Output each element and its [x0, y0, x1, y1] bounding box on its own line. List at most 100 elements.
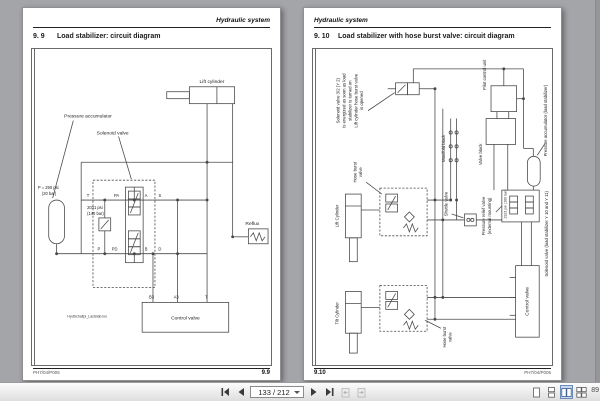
status-zoom-text: 89 [591, 387, 599, 394]
pressure-relief-label-line2: (external mounting) [487, 197, 492, 234]
section-heading: 9. 9 Load stabilizer: circuit diagram [33, 33, 270, 40]
circuit-diagram-figure: Solenoid valve 3/2 (Y 2) Is energized as… [312, 48, 553, 366]
figure-inner-border [34, 49, 35, 365]
accumulator-pressure-line2: (20 bar) [42, 191, 57, 196]
first-page-button[interactable] [218, 386, 231, 399]
page-number-field[interactable]: 133 / 212 [250, 386, 304, 398]
port-label-a: A [145, 193, 148, 198]
relief-pressure-line2: (140 bar) [87, 211, 104, 216]
port-label-p: P [98, 247, 101, 252]
page-right: Hydraulic system 9. 10 Load stabilizer wi… [303, 7, 562, 381]
pressure-accumulator-label: Pressure accumulator (load stabilizer) [543, 84, 548, 156]
port-label-b: B [145, 247, 148, 252]
footer-page-number: 9.9 [261, 370, 270, 376]
valve-block-label: Valve block [478, 143, 483, 165]
circuit-labels: Solenoid valve 3/2 (Y 2) Is energized as… [335, 59, 549, 348]
port-label-d: D [158, 247, 161, 252]
view-mode-single-page-button[interactable] [530, 385, 543, 399]
circuit-lines [345, 67, 546, 354]
pressure-relief-label-line1: Pressure relief valve [481, 196, 486, 235]
cv-port-t: T [205, 294, 208, 299]
previous-page-icon [238, 388, 244, 396]
reflux-label: Reflux [245, 221, 259, 227]
hose-burst-circuit-svg: Solenoid valve 3/2 (Y 2) Is energized as… [335, 59, 549, 354]
footer-rule [314, 368, 551, 369]
diagram-filename: HydSchaltpl_Laststab.iso [67, 314, 107, 318]
viewer-toolbar: 133 / 212 89 [0, 382, 600, 401]
page-footer: PH7/04/P005 9.9 [33, 370, 270, 378]
solenoid-valve-ls-label: Solenoid valve (load stabilizer Y 10 and… [544, 190, 549, 276]
next-page-button[interactable] [307, 386, 320, 399]
hose-burst-tilt-label-line2: valve [448, 332, 453, 343]
solenoid-note-line2: Is energized as soon as load [341, 73, 346, 128]
view-mode-facing-continuous-button[interactable] [575, 385, 588, 399]
header-rule [314, 27, 551, 28]
facing-continuous-icon [576, 386, 587, 398]
relief-pressure-line1: 2031 psi [87, 205, 103, 210]
continuous-icon [548, 386, 555, 398]
footer-page-number: 9.10 [314, 370, 326, 376]
manifold-block-label: Manifold block [441, 134, 446, 162]
lift-cylinder-label: Lift Cylinder [335, 204, 340, 227]
section-heading: 9. 10 Load stabilizer with hose burst val… [314, 33, 551, 40]
chevron-down-icon[interactable] [294, 390, 300, 394]
single-page-icon [533, 387, 540, 397]
solenoid-note-line4: Lift cylinder hose burst valve [353, 73, 358, 128]
solenoid-valve-label: Solenoid valve [97, 130, 129, 136]
cv-port-a3: A3 [174, 294, 180, 299]
page-indicator: 133 / 212 [258, 387, 290, 397]
view-mode-facing-button[interactable] [560, 385, 573, 399]
footer-rule [33, 368, 270, 369]
circuit-labels: Lift cylinder Solenoid valve Pressure ac… [38, 79, 260, 322]
port-label-pd: PD [112, 247, 118, 252]
next-view-button[interactable] [355, 386, 368, 399]
vertical-scrollbar[interactable] [595, 0, 600, 383]
solenoid-note-line1: Solenoid valve 3/2 (Y 2) [336, 77, 341, 123]
running-header: Hydraulic system [216, 17, 270, 24]
header-rule [33, 27, 270, 28]
footer-doc-code: PH7/04/P005 [33, 370, 60, 375]
document-viewer: Hydraulic system 9. 9 Load stabilizer: ci… [22, 0, 600, 383]
pressure-accumulator-label: Pressure accumulator [64, 114, 112, 120]
circuit-lines [48, 86, 269, 333]
accumulator-pressure-line1: P = 290 psi [38, 185, 59, 190]
last-page-button[interactable] [323, 386, 336, 399]
view-mode-group [530, 385, 588, 399]
previous-view-icon [341, 387, 350, 397]
solenoid-note-line5: is opened [359, 91, 364, 110]
solenoid-note-line3: stabilizer is turned on [347, 80, 352, 121]
load-stabilizer-circuit-svg: Lift cylinder Solenoid valve Pressure ac… [38, 79, 269, 333]
previous-page-button[interactable] [234, 386, 247, 399]
pilot-control-unit-label: Pilot control unit [482, 59, 487, 90]
cv-port-b3: B3 [149, 294, 155, 299]
port-label-pa: PA [114, 193, 119, 198]
control-valve-label: Control valve [171, 315, 200, 321]
section-title: Load stabilizer: circuit diagram [57, 33, 161, 40]
section-title: Load stabilizer with hose burst valve: c… [338, 33, 515, 40]
previous-view-button[interactable] [339, 386, 352, 399]
view-mode-continuous-button[interactable] [545, 385, 558, 399]
port-label-t: T [87, 193, 90, 198]
lift-cylinder-label: Lift cylinder [200, 79, 225, 85]
figure-inner-border [315, 49, 316, 365]
section-number: 9. 10 [314, 33, 330, 40]
page-navigation-group: 133 / 212 [218, 385, 368, 399]
next-page-icon [310, 388, 316, 396]
section-number: 9. 9 [33, 33, 45, 40]
tilt-cylinder-label: Tilt Cylinder [335, 302, 340, 325]
next-view-icon [357, 387, 366, 397]
facing-pages-icon [561, 387, 572, 397]
hose-burst-lift-label-line2: valve [358, 167, 363, 178]
shuttle-valve-label: Shuttle valve [444, 191, 449, 216]
relief-pressure-value: 2321 psi (160 bar) [504, 190, 508, 219]
running-header: Hydraulic system [314, 17, 368, 24]
hose-burst-tilt-label-line1: Hose burst [442, 326, 447, 347]
first-page-icon [221, 388, 229, 396]
last-page-icon [325, 388, 333, 396]
footer-doc-code: PH7/04/P005 [524, 370, 551, 375]
hose-burst-lift-label-line1: Hose burst [352, 161, 357, 182]
page-left: Hydraulic system 9. 9 Load stabilizer: ci… [22, 7, 281, 381]
port-label-s: S [158, 193, 161, 198]
circuit-diagram-figure: Lift cylinder Solenoid valve Pressure ac… [31, 48, 272, 366]
control-valve-label: Control valve [524, 287, 530, 316]
